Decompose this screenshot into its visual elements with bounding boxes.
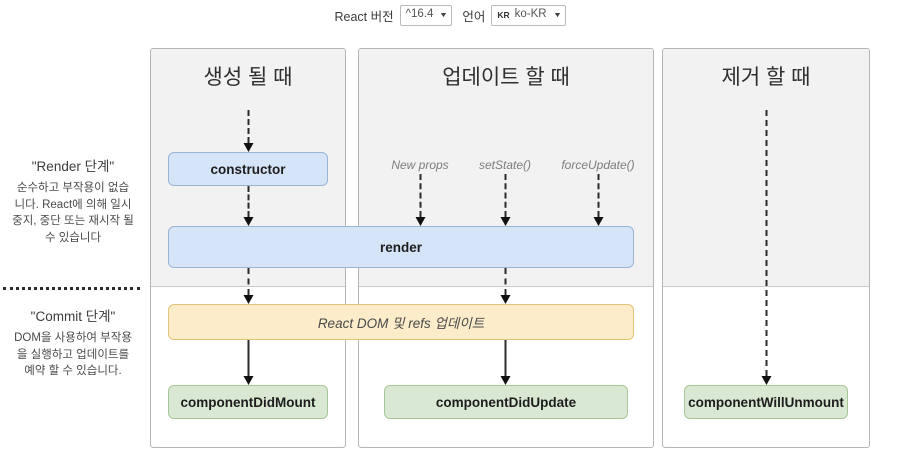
node-component-did-update[interactable]: componentDidUpdate [384,385,628,419]
trigger-force-update: forceUpdate() [561,158,635,172]
language-label: 언어 [462,9,486,24]
lifecycle-diagram: 생성 될 때 업데이트 할 때 제거 할 때 New props setStat… [150,48,870,448]
column-updating-title: 업데이트 할 때 [442,66,570,89]
phase-commit-title: "Commit 단계" [30,309,116,324]
arrow-new-props-to-render [415,174,426,226]
kr-flag-icon: KR [497,9,510,20]
react-version-value: ^16.4 [405,8,434,21]
phase-divider [3,287,140,290]
node-render[interactable]: render [168,226,634,268]
node-component-will-unmount[interactable]: componentWillUnmount [684,385,848,419]
node-constructor[interactable]: constructor [168,152,328,186]
phase-commit: "Commit 단계" DOM을 사용하여 부작용을 실행하고 업데이트를 예약… [0,305,146,380]
chevron-down-icon: ▼ [439,11,449,19]
node-component-did-mount[interactable]: componentDidMount [168,385,328,419]
arrow-to-will-unmount [761,110,772,385]
arrow-to-constructor [243,110,254,152]
phase-commit-description: DOM을 사용하여 부작용을 실행하고 업데이트를 예약 할 수 있습니다. [14,332,132,378]
arrow-constructor-to-render [243,186,254,226]
phase-render-title: "Render 단계" [31,159,115,174]
react-version-select[interactable]: ^16.4 ▼ [399,4,453,26]
arrow-render-to-reactdom-update [500,268,511,304]
arrow-force-update-to-render [593,174,604,226]
node-react-dom-and-refs-update[interactable]: React DOM 및 refs 업데이트 [168,304,634,340]
language-select[interactable]: KR ko-KR ▼ [491,4,566,26]
version-control-group: React 버전 ^16.4 ▼ [334,4,453,26]
language-value: ko-KR [514,8,547,21]
phase-render-description: 순수하고 부작용이 없습니다. React에 의해 일시 중지, 중단 또는 재… [12,182,134,245]
version-label: React 버전 [334,9,394,24]
trigger-new-props: New props [391,158,449,172]
chevron-down-icon: ▼ [552,11,562,19]
arrow-set-state-to-render [500,174,511,226]
column-mounting-title: 생성 될 때 [203,66,293,89]
phase-render: "Render 단계" 순수하고 부작용이 없습니다. React에 의해 일시… [0,155,146,247]
arrow-render-to-reactdom [243,268,254,304]
language-control-group: 언어 KR ko-KR ▼ [462,4,566,26]
trigger-set-state: setState() [478,158,532,172]
arrow-reactdom-to-did-update [500,340,511,385]
arrow-reactdom-to-did-mount [243,340,254,385]
column-unmounting-title: 제거 할 때 [721,66,811,89]
toolbar: React 버전 ^16.4 ▼ 언어 KR ko-KR ▼ [0,0,900,30]
